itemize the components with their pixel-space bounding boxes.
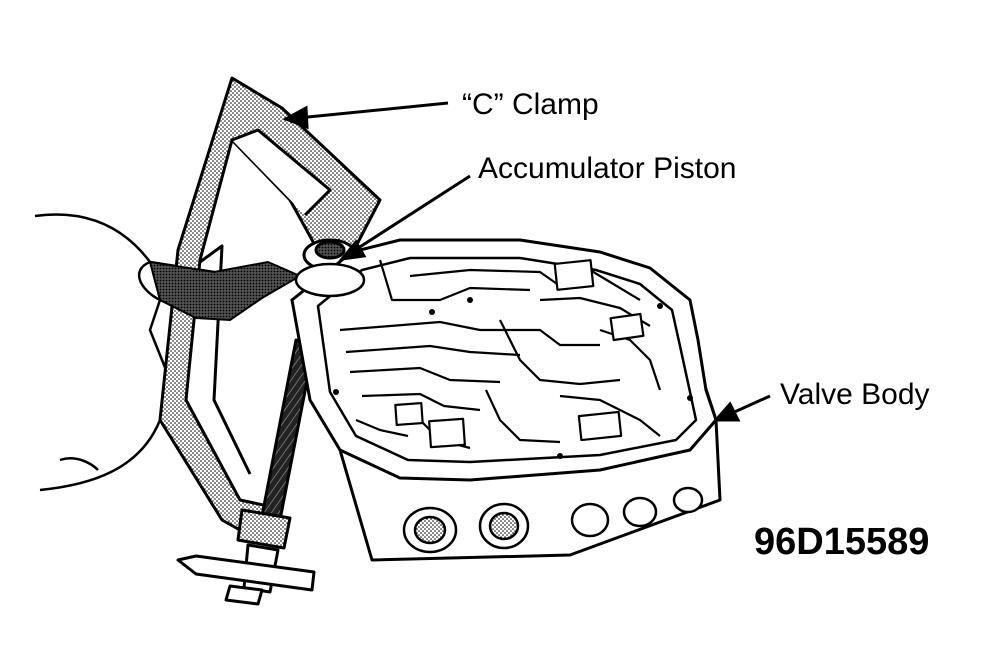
figure-code: 96D15589: [754, 521, 930, 563]
arrow-c-clamp: [282, 101, 449, 130]
arrow-accumulator-piston: [338, 174, 471, 262]
c-clamp-label: “C” Clamp: [462, 88, 599, 121]
valve-body-label: Valve Body: [780, 378, 930, 411]
clamp-jaw-shadow: [148, 260, 303, 322]
accumulator-piston-label: Accumulator Piston: [478, 152, 737, 185]
arrow-valve-body: [712, 394, 771, 422]
leader-arrows: [282, 101, 771, 422]
clamp-screw: [176, 338, 316, 606]
valve-body: [290, 238, 722, 562]
